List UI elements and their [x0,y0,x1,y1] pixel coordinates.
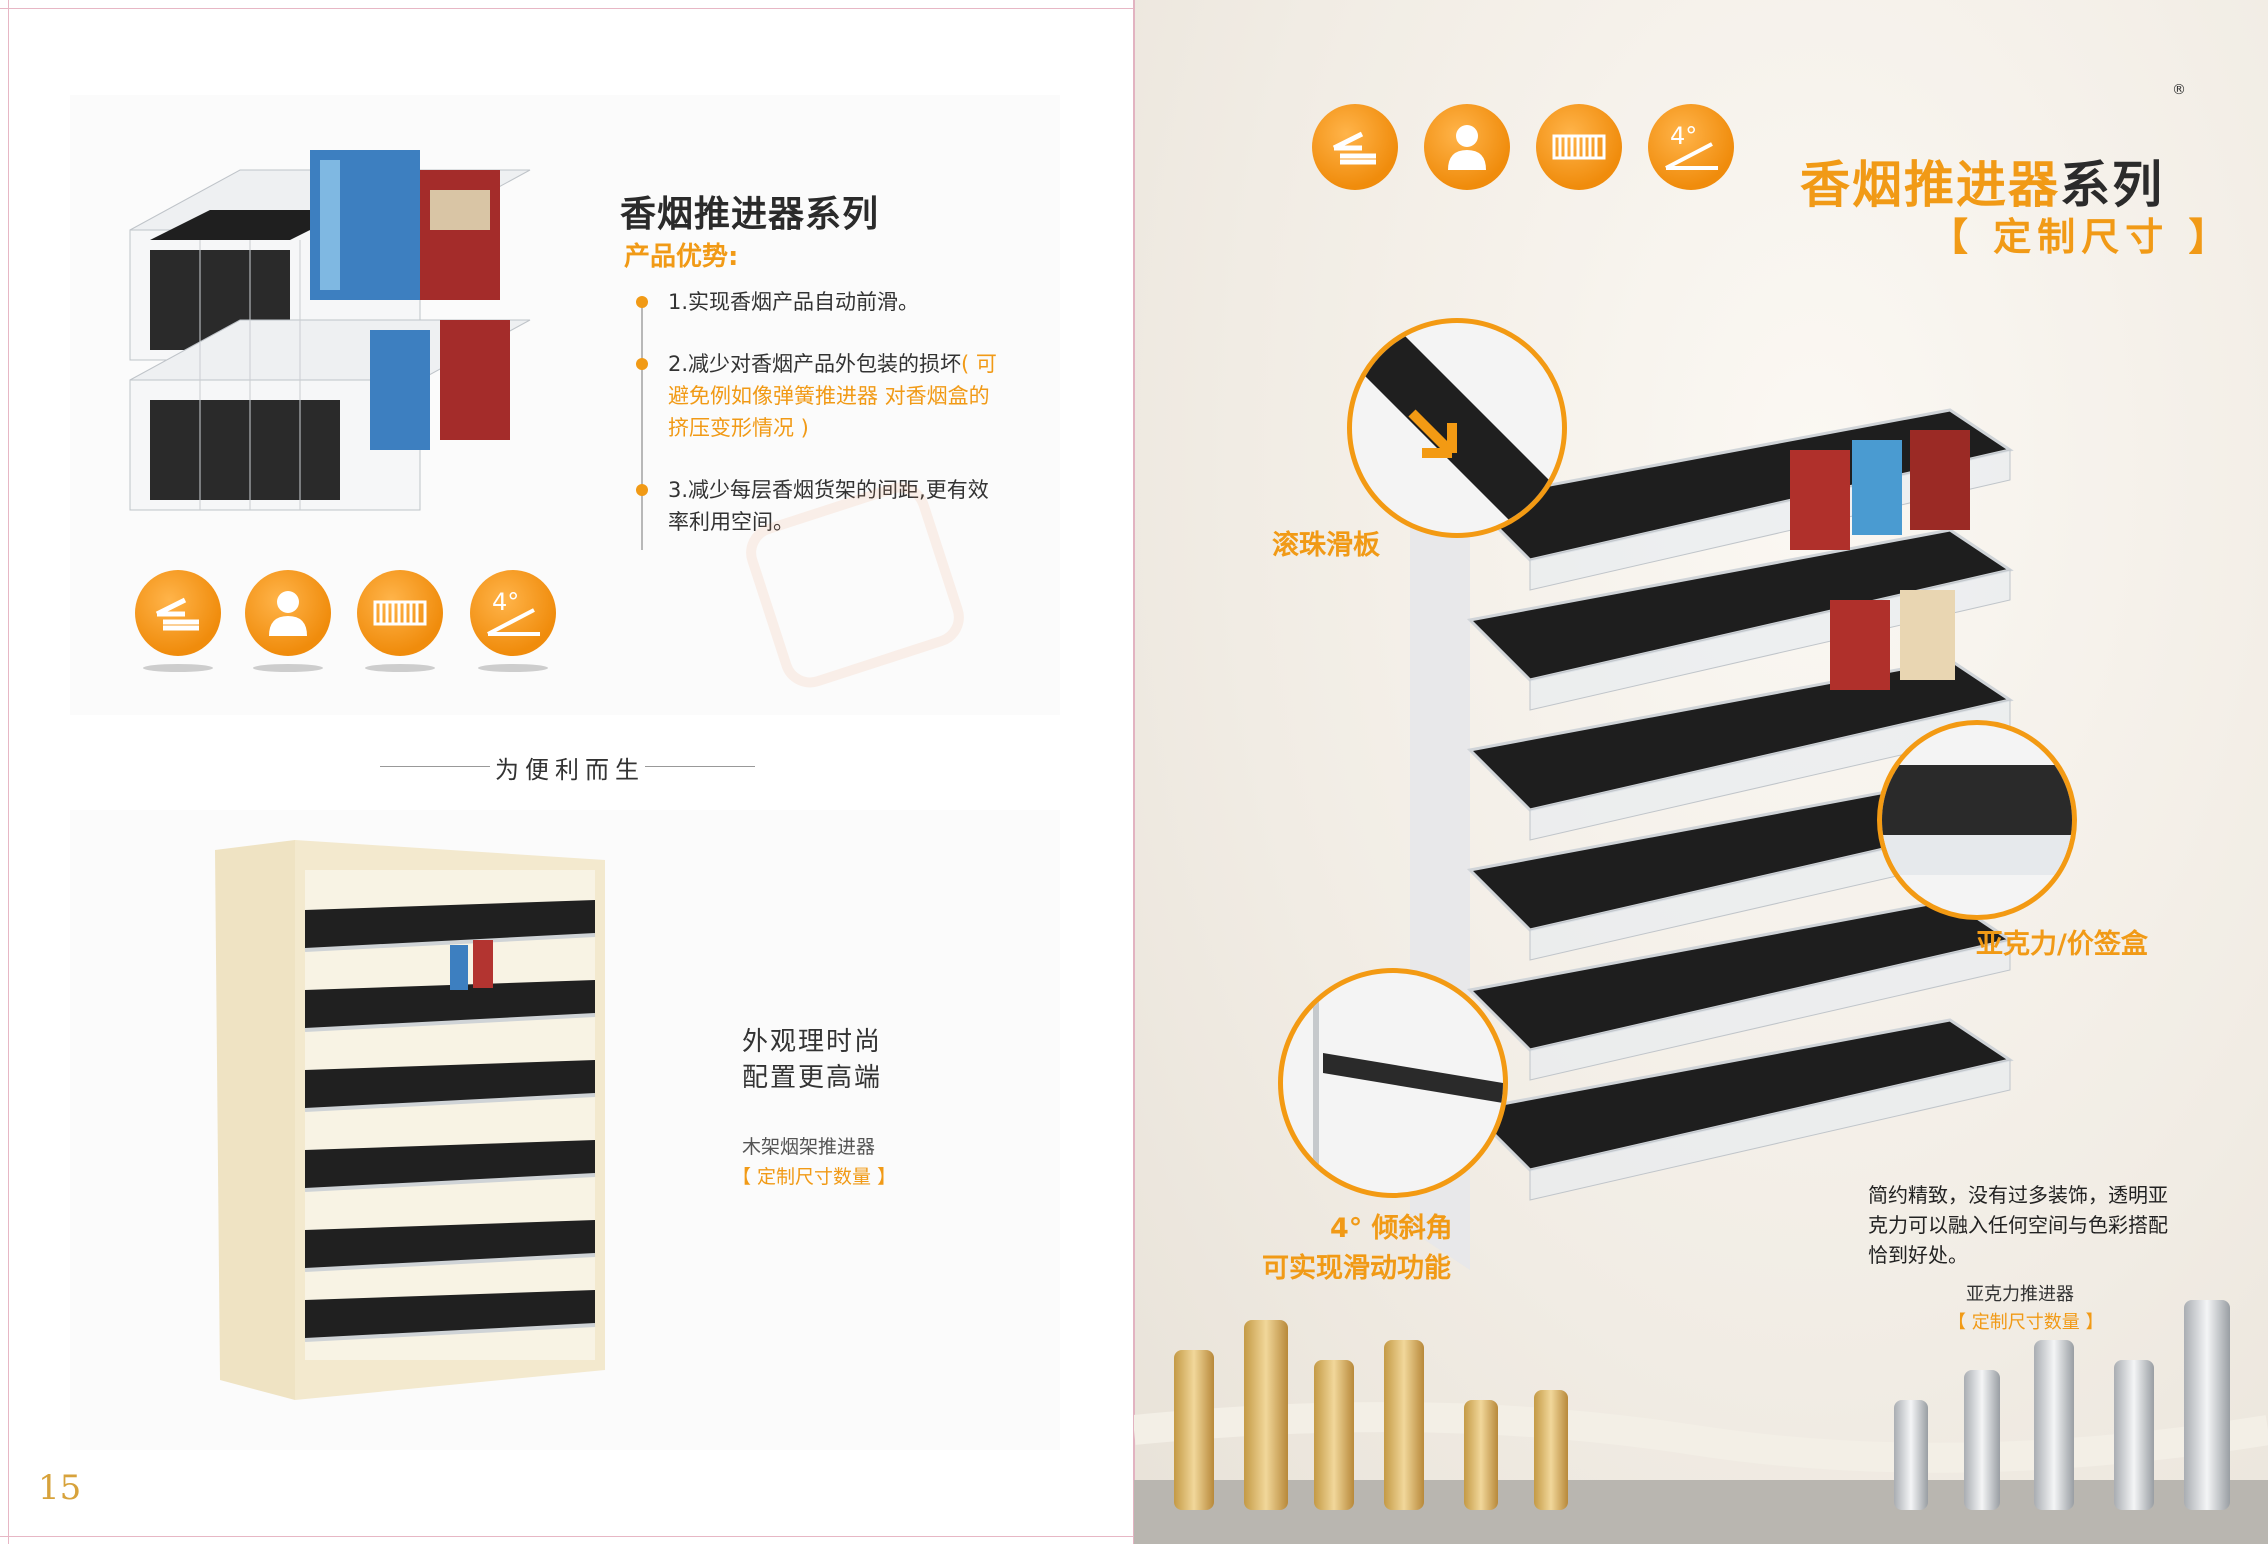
slide-arrows-icon [135,570,221,656]
right-title: 香烟推进器系列 [1800,145,2164,217]
advantages-heading: 产品优势: [624,242,739,272]
wood-feature-line-2: 配置更高端 [742,1063,883,1093]
divider-line-left [380,766,490,767]
wood-product-name: 木架烟架推进器 [742,1136,876,1158]
tilt-angle-zoom [1278,968,1508,1198]
acrylic-rack-image [1410,408,2014,1270]
right-title-dark: 系列 [2060,156,2164,214]
icon-shadow [478,664,548,672]
bullet-rail [641,300,643,550]
advantage-1-text: 1.实现香烟产品自动前滑。 [668,290,920,314]
wood-feature-line-1: 外观理时尚 [742,1027,883,1057]
wood-feature-text: 外观理时尚 配置更高端 [742,1024,882,1096]
tilt-label-1: 4° 倾斜角 [1330,1213,1453,1244]
acrylic-box-label: 亚克力/价签盒 [1976,929,2148,960]
advantage-2: 2.减少对香烟产品外包装的损坏( 可避免例如像弹簧推进器 对香烟盒的挤压变形情况… [668,348,1008,444]
advantage-3: 3.减少每层香烟货架的间距,更有效率利用空间。 [668,474,1008,538]
page-title: 香烟推进器系列 [620,194,880,235]
angle-4-icon: 4° [1648,104,1734,190]
divider-text: 为便利而生 [495,756,645,784]
advantage-3-text: 3.减少每层香烟货架的间距,更有效率利用空间。 [668,478,989,534]
right-title-orange: 香烟推进器 [1800,156,2060,214]
person-icon [1424,104,1510,190]
trim-line-left [8,0,9,1544]
ruler-icon [357,570,443,656]
slide-arrows-icon [1312,104,1398,190]
angle-label: 4° [492,588,519,616]
bullet-dot [636,296,648,308]
bullet-dot [636,484,648,496]
tilt-label-2: 可实现滑动功能 [1262,1253,1451,1284]
icon-shadow [253,664,323,672]
right-product-name: 亚克力推进器 [1966,1284,2074,1305]
wood-product-custom: 【 定制尺寸数量 】 [732,1166,897,1188]
angle-label: 4° [1670,122,1697,150]
advantage-2-text: 2.减少对香烟产品外包装的损坏 [668,352,962,376]
wood-shelf-image [215,840,605,1400]
chess-pieces-image [1134,1300,2268,1544]
icon-shadow [365,664,435,672]
page-number: 15 [38,1468,82,1508]
advantage-2-note: ( 可避免例如像弹簧推进器 对香烟盒的挤压变形情况 ) [668,352,997,440]
icon-shadow [143,664,213,672]
acrylic-box-zoom [1877,720,2077,920]
registered-mark: ® [2172,82,2186,98]
ball-slide-zoom [1347,318,1567,538]
right-description: 简约精致，没有过多装饰，透明亚克力可以融入任何空间与色彩搭配恰到好处。 [1868,1183,2168,1267]
left-page: 香烟推进器系列 产品优势: 1.实现香烟产品自动前滑。 2.减少对香烟产品外包装… [38,150,1008,1508]
person-icon [245,570,331,656]
angle-4-icon: 4° [470,570,556,656]
divider-line-right [645,766,755,767]
bullet-dot [636,358,648,370]
right-subtitle: 【 定制尺寸 】 [1930,215,2233,259]
ball-slide-label: 滚珠滑板 [1272,530,1380,561]
acrylic-pusher-image [129,150,531,511]
advantage-1: 1.实现香烟产品自动前滑。 [668,286,1008,318]
page-spine [1133,0,1135,1544]
right-product-custom: 【 定制尺寸数量 】 [1948,1312,2104,1333]
ruler-icon [1536,104,1622,190]
